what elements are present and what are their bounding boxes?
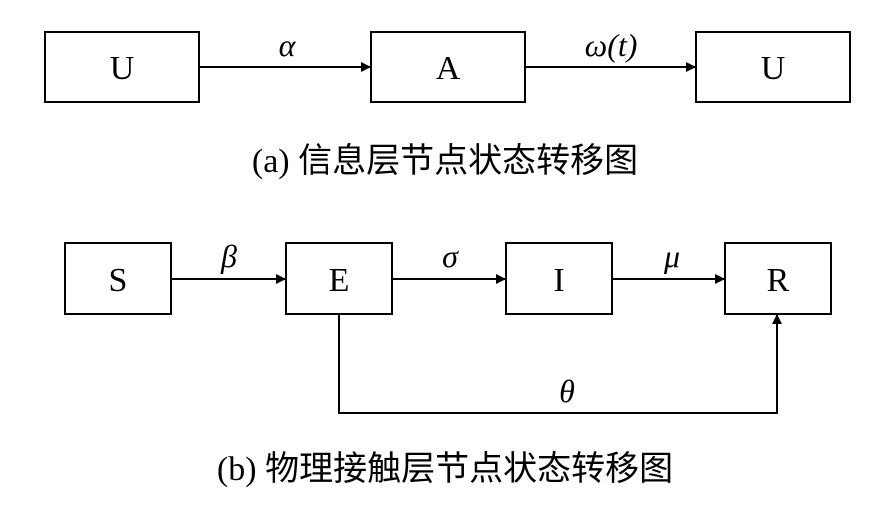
edge-e-to-r-arrow	[338, 314, 782, 414]
edge-s-to-e-label: β	[220, 238, 237, 274]
node-a	[370, 31, 526, 103]
caption-a: (a) 信息层节点状态转移图	[252, 142, 638, 180]
edge-a-to-u-label: ω(t)	[585, 27, 638, 63]
node-i-label: I	[553, 262, 564, 299]
node-a-label: A	[436, 50, 461, 87]
node-u-left	[44, 31, 200, 103]
node-u-right	[695, 31, 851, 103]
caption-b: (b) 物理接触层节点状态转移图	[217, 450, 673, 488]
node-i	[505, 242, 613, 315]
node-s	[64, 242, 172, 315]
edge-e-to-i-label: σ	[442, 238, 459, 274]
edge-u-to-a-label: α	[279, 27, 297, 63]
node-u-left-label: U	[110, 50, 135, 87]
diagram-a: U A U α ω(t) (a) 信息层节点状态转移图	[44, 27, 851, 180]
node-s-label: S	[109, 262, 128, 299]
edge-e-to-r-label: θ	[559, 373, 575, 409]
node-u-right-label: U	[761, 50, 786, 87]
edge-i-to-r-label: μ	[663, 238, 680, 274]
diagram-b: S E I R β σ μ θ (b) 物理接触层节点状态转移图	[64, 238, 832, 488]
node-e-label: E	[329, 262, 350, 299]
node-r-label: R	[767, 262, 790, 299]
node-r	[724, 242, 832, 315]
